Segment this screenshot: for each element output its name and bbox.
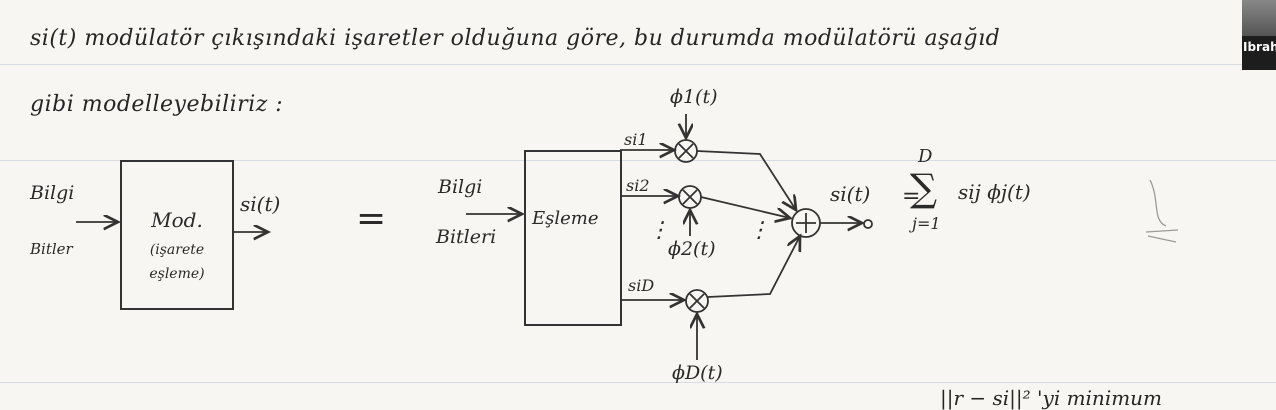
to-adder-D [707, 236, 800, 298]
ruled-line [0, 64, 1276, 65]
mapping-box-label: Eşleme [532, 208, 599, 229]
basis-label-phi2: ϕ2(t) [668, 238, 716, 260]
equation-equals: = [902, 184, 921, 209]
sum-upper-limit: D [918, 146, 933, 167]
modulator-subtitle-2: eşleme) [149, 266, 205, 282]
modulator-title: Mod. [151, 208, 203, 232]
ruled-line [0, 382, 1276, 383]
basis-label-phiD: ϕD(t) [672, 362, 723, 384]
basis-label-phi1: ϕ1(t) [670, 86, 718, 108]
sum-lower-limit: j=1 [912, 214, 941, 233]
modulator-output-label: si(t) [240, 192, 281, 216]
to-adder-2 [700, 196, 790, 218]
branch-label-si1: si1 [624, 130, 648, 149]
input-label-bitleri: Bitleri [436, 226, 497, 248]
vertical-dots: ⋮ [648, 218, 670, 243]
mapping-box: Eşleme [524, 150, 622, 326]
handwritten-sentence-1: si(t) modülatör çıkışındaki işaretler ol… [30, 26, 1001, 51]
branch-label-si2: si2 [626, 176, 650, 195]
sum-term: sij ϕj(t) [958, 180, 1031, 204]
webcam-video [1242, 0, 1276, 36]
output-node [863, 219, 873, 229]
modulator-box: Mod. (işarete eşleme) [120, 160, 234, 310]
summer-output-label: si(t) [830, 182, 871, 206]
webcam-participant-name: Ibrah [1243, 40, 1276, 54]
input-label-bitler: Bitler [30, 240, 73, 258]
branch-label-siD: siD [628, 276, 655, 295]
input-label-bilgi-2: Bilgi [438, 176, 483, 198]
ruled-line [0, 160, 1276, 161]
sum-symbol: ∑ [910, 166, 938, 210]
handwritten-sentence-2: gibi modelleyebiliriz : [30, 92, 284, 117]
vertical-dots: ⋮ [748, 218, 770, 243]
equivalence-symbol: = [356, 198, 387, 239]
webcam-tile [1242, 0, 1276, 70]
input-label-bilgi: Bilgi [30, 182, 75, 204]
to-adder-1 [696, 150, 796, 210]
modulator-subtitle-1: (işarete [149, 242, 205, 258]
